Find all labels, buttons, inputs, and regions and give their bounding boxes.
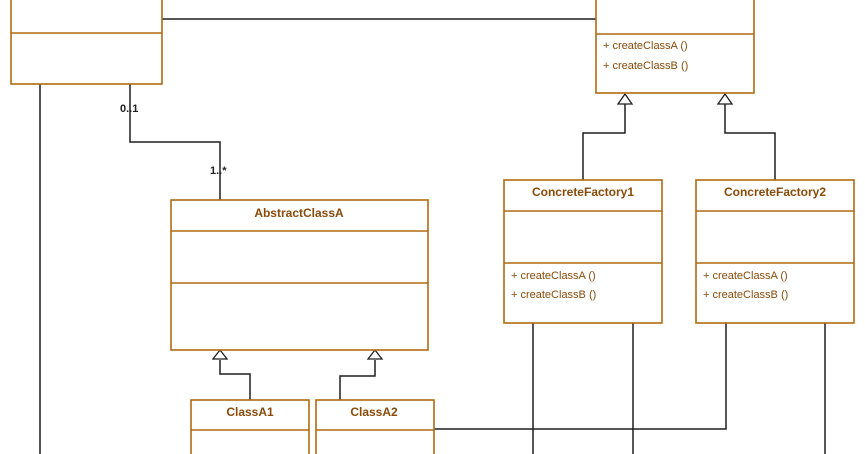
class-name: ConcreteFactory2 [724,185,826,199]
a2-cf2-dependency-line [434,323,727,430]
a2-generalization-line [339,360,376,400]
class-name: AbstractClassA [254,206,344,220]
method-create-class-a: + createClassA () [703,270,788,282]
class-class-a1[interactable]: ClassA1 [190,399,310,454]
class-abstract-factory[interactable]: + createClassA () + createClassB () [595,0,755,94]
cf1-generalization-line [582,104,626,180]
multiplicity-client: 0..1 [120,103,138,115]
a1-generalization-line [219,360,251,400]
multiplicity-product: 1..* [210,165,227,177]
method-create-class-b: + createClassB () [603,60,688,72]
method-create-class-b: + createClassB () [703,289,788,301]
a1-generalization-arrow [211,348,229,360]
arrowheads [211,92,734,360]
class-name: ClassA2 [350,405,398,419]
class-name: ConcreteFactory1 [532,185,634,199]
connectors [39,18,826,454]
a2-generalization-arrow [366,348,384,360]
class-abstract-class-a[interactable]: AbstractClassA [170,199,429,351]
method-create-class-b: + createClassB () [511,289,596,301]
class-concrete-factory-2[interactable]: ConcreteFactory2 + createClassA () + cre… [695,179,855,324]
class-class-a2[interactable]: ClassA2 [315,399,435,454]
client-product-association [129,84,221,200]
class-concrete-factory-1[interactable]: ConcreteFactory1 + createClassA () + cre… [503,179,663,324]
class-client[interactable] [10,0,163,85]
cf2-generalization-arrow [716,92,734,105]
cf1-generalization-arrow [616,92,634,105]
method-create-class-a: + createClassA () [511,270,596,282]
class-name: ClassA1 [226,405,274,419]
method-create-class-a: + createClassA () [603,40,688,52]
cf2-generalization-line [724,104,776,180]
